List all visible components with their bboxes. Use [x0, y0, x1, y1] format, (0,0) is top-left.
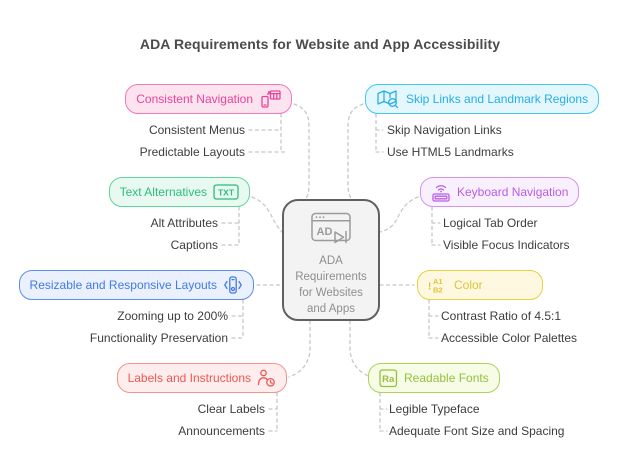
center-line-2: Requirements: [295, 271, 367, 283]
center-line-4: and Apps: [307, 303, 355, 315]
center-node: AD ADA Requirements for Websites and App…: [282, 199, 380, 321]
connector-keyboard-navigation-items: [431, 206, 441, 246]
sub-item-captions: Captions: [170, 238, 218, 252]
connector-resizable-layouts-items: [231, 299, 244, 339]
branch-label: Readable Fonts: [404, 371, 489, 385]
person-alert-icon: [257, 369, 276, 387]
connector-skip-links: [347, 103, 364, 200]
branch-label: Text Alternatives: [119, 185, 207, 199]
connector-consistent-navigation: [293, 103, 310, 200]
connector-text-alternatives: [251, 196, 283, 233]
branch-labels-instructions: Labels and Instructions: [116, 363, 287, 393]
connector-consistent-navigation-items: [248, 113, 288, 153]
sub-item-clear-labels: Clear Labels: [197, 402, 265, 416]
sub-item-color-palettes: Accessible Color Palettes: [441, 331, 578, 345]
connector-readable-fonts-items: [379, 392, 388, 432]
center-line-1: ADA: [319, 255, 343, 267]
branch-text-alternatives: Text Alternatives TXT: [108, 177, 250, 207]
wireless-keyboard-icon: [431, 183, 451, 202]
responsive-phone-icon: [223, 276, 243, 294]
map-search-icon: [376, 89, 400, 110]
branch-label: Labels and Instructions: [127, 371, 251, 385]
branch-label: Color: [454, 278, 483, 292]
spreadsheet-cells-icon: ! A1 B2: [428, 277, 443, 295]
branch-label: Resizable and Responsive Layouts: [29, 278, 217, 292]
b2-glyph: B2: [433, 286, 443, 295]
sub-item-consistent-menus: Consistent Menus: [148, 123, 245, 137]
branch-color: ! A1 B2 Color: [417, 270, 543, 300]
connector-keyboard-navigation: [379, 196, 419, 233]
branch-resizable-layouts: Resizable and Responsive Layouts: [18, 270, 254, 300]
sub-item-html5-landmarks: Use HTML5 Landmarks: [387, 145, 514, 159]
exclamation-glyph: !: [428, 282, 431, 293]
connector-labels-instructions-items: [268, 392, 278, 432]
sub-item-alt-attributes: Alt Attributes: [150, 216, 218, 230]
sub-item-contrast-ratio: Contrast Ratio of 4.5:1: [441, 309, 562, 323]
branch-label: Skip Links and Landmark Regions: [406, 92, 589, 106]
branch-label: Consistent Navigation: [136, 92, 253, 106]
sub-item-predictable-layouts: Predictable Layouts: [139, 145, 245, 159]
center-line-3: for Websites: [299, 287, 363, 299]
ad-glyph: AD: [317, 226, 333, 238]
font-sample-icon: Ra: [379, 369, 398, 388]
branch-skip-links: Skip Links and Landmark Regions: [365, 84, 600, 114]
txt-file-icon: TXT: [213, 184, 239, 200]
sub-item-legible-typeface: Legible Typeface: [389, 402, 480, 416]
a1-glyph: A1: [433, 277, 443, 286]
sub-item-font-size-spacing: Adequate Font Size and Spacing: [389, 424, 565, 438]
sub-item-zooming: Zooming up to 200%: [117, 309, 228, 323]
sub-item-tab-order: Logical Tab Order: [443, 216, 538, 230]
connector-color-items: [428, 299, 439, 339]
center-node-label: ADA Requirements for Websites and Apps: [295, 253, 367, 317]
diagram-title: ADA Requirements for Website and App Acc…: [139, 36, 501, 52]
sub-item-announcements: Announcements: [178, 424, 265, 438]
branch-readable-fonts: Ra Readable Fonts: [368, 363, 500, 393]
branch-keyboard-navigation: Keyboard Navigation: [420, 177, 580, 207]
ad-browser-icon: AD: [311, 212, 351, 244]
sub-item-functionality: Functionality Preservation: [89, 331, 228, 345]
txt-glyph: TXT: [218, 188, 235, 198]
sub-item-focus-indicators: Visible Focus Indicators: [443, 238, 570, 252]
branch-consistent-navigation: Consistent Navigation: [125, 84, 292, 114]
connector-skip-links-items: [375, 113, 384, 153]
devices-grid-icon: [259, 90, 281, 108]
ra-glyph: Ra: [382, 374, 395, 385]
connector-labels-instructions: [288, 320, 311, 378]
branch-label: Keyboard Navigation: [457, 185, 569, 199]
connector-readable-fonts: [349, 320, 371, 378]
sub-item-skip-navigation: Skip Navigation Links: [387, 123, 502, 137]
connector-text-alternatives-items: [221, 206, 240, 246]
